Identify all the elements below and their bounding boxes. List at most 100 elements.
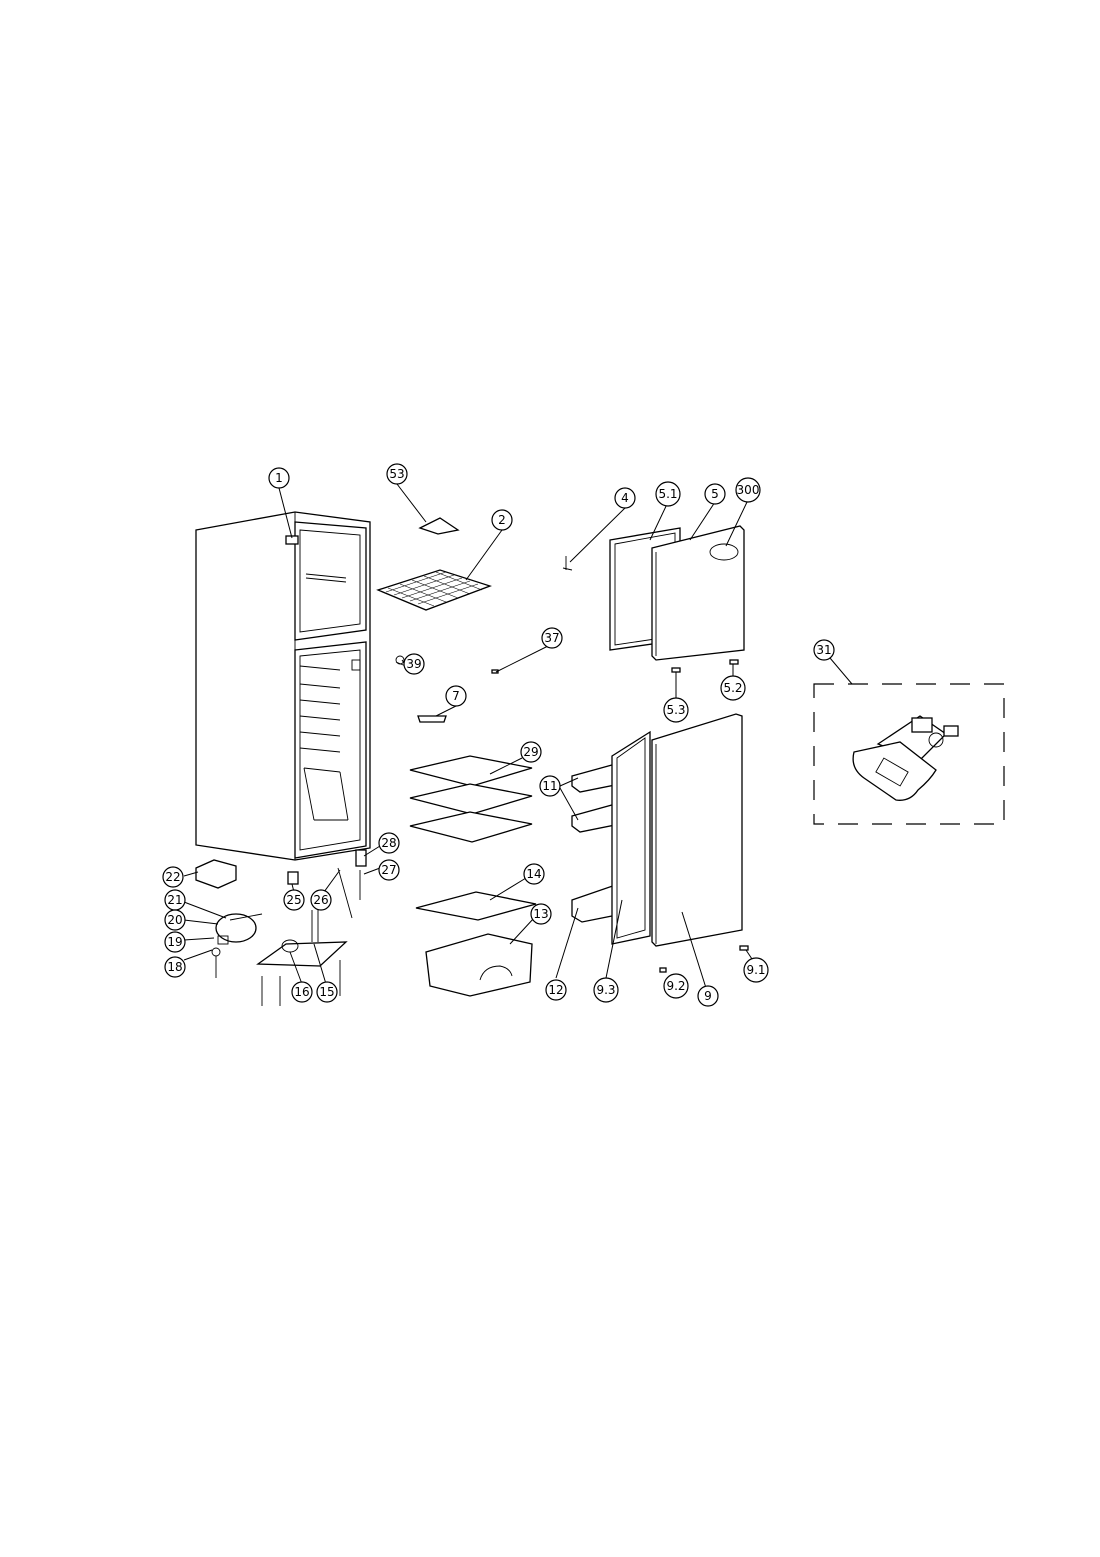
callout-number: 9.2 <box>666 979 685 993</box>
callout-circle <box>386 463 408 485</box>
callout-circle <box>378 859 400 881</box>
callout-circle <box>530 903 552 925</box>
callout-circle <box>593 977 619 1003</box>
control-panel-detail <box>852 715 959 801</box>
callout-number: 39 <box>406 657 421 671</box>
callout-circle <box>614 487 636 509</box>
callout-number: 2 <box>498 513 506 527</box>
drain-pipe <box>337 867 353 919</box>
callout-c51: 5.1 <box>655 481 681 507</box>
callout-circle <box>539 775 561 797</box>
fridge-door <box>651 713 743 947</box>
hinge-part-5-2 <box>729 659 739 665</box>
callout-c20: 20 <box>164 909 186 931</box>
callout-number: 11 <box>542 779 557 793</box>
callout-number: 14 <box>526 867 541 881</box>
callout-circle <box>541 627 563 649</box>
callout-c15: 15 <box>316 981 338 1003</box>
callout-c4: 4 <box>614 487 636 509</box>
callout-circle <box>704 483 726 505</box>
callout-circle <box>663 973 689 999</box>
callout-circle <box>720 675 746 701</box>
callout-c12: 12 <box>545 979 567 1001</box>
callout-circle <box>523 863 545 885</box>
callout-number: 25 <box>286 893 301 907</box>
callout-c25: 25 <box>283 889 305 911</box>
callout-circle <box>697 985 719 1007</box>
callout-number: 300 <box>737 483 760 497</box>
callout-circle <box>735 477 761 503</box>
callout-c13: 13 <box>530 903 552 925</box>
callout-number: 19 <box>167 935 182 949</box>
callout-circle <box>268 467 290 489</box>
callout-number: 20 <box>167 913 182 927</box>
freezer-wire-shelf <box>376 569 492 611</box>
callout-number: 5.3 <box>666 703 685 717</box>
callout-circle <box>316 981 338 1003</box>
wedge-part-53 <box>418 517 460 535</box>
hinge-part-5-3 <box>671 667 681 673</box>
callout-c7: 7 <box>445 685 467 707</box>
grommet <box>287 871 299 885</box>
callout-circle <box>655 481 681 507</box>
callout-c16: 16 <box>291 981 313 1003</box>
callout-circle <box>164 909 186 931</box>
callout-c9: 9 <box>697 985 719 1007</box>
callout-number: 29 <box>523 745 538 759</box>
hinge-bracket <box>355 849 367 900</box>
callout-number: 9.1 <box>746 963 765 977</box>
callout-c52: 5.2 <box>720 675 746 701</box>
callout-circle <box>378 832 400 854</box>
callout-c26: 26 <box>310 889 332 911</box>
detail-box-31 <box>813 683 1005 825</box>
crisper-drawer <box>425 933 533 997</box>
callout-c93: 9.3 <box>593 977 619 1003</box>
leader-lines <box>183 483 853 989</box>
callout-number: 7 <box>452 689 460 703</box>
callout-number: 22 <box>165 870 180 884</box>
callout-c27: 27 <box>378 859 400 881</box>
callout-c92: 9.2 <box>663 973 689 999</box>
lamp-cover <box>417 715 447 723</box>
callout-circle <box>663 697 689 723</box>
callout-c2: 2 <box>491 509 513 531</box>
callout-number: 21 <box>167 893 182 907</box>
fridge-door-gasket <box>611 730 651 945</box>
callout-number: 9 <box>704 989 712 1003</box>
callout-c11: 11 <box>539 775 561 797</box>
callout-number: 28 <box>381 836 396 850</box>
callout-c29: 29 <box>520 741 542 763</box>
callout-circle <box>743 957 769 983</box>
callout-c14: 14 <box>523 863 545 885</box>
freezer-door <box>651 525 745 661</box>
callout-number: 12 <box>548 983 563 997</box>
callout-number: 31 <box>816 643 831 657</box>
callout-circle <box>164 931 186 953</box>
callout-number: 16 <box>294 985 309 999</box>
callout-circle <box>545 979 567 1001</box>
callout-c53: 53 <box>386 463 408 485</box>
callout-circle <box>310 889 332 911</box>
callout-c91: 9.1 <box>743 957 769 983</box>
callout-c19: 19 <box>164 931 186 953</box>
callout-circle <box>491 509 513 531</box>
callout-circle <box>283 889 305 911</box>
callout-c18: 18 <box>164 956 186 978</box>
callout-c28: 28 <box>378 832 400 854</box>
callout-number: 15 <box>319 985 334 999</box>
callout-circle <box>164 956 186 978</box>
callout-c53b: 5.3 <box>663 697 689 723</box>
callout-c21: 21 <box>164 889 186 911</box>
callout-c300: 300 <box>735 477 761 503</box>
callout-number: 5 <box>711 487 719 501</box>
callout-c1: 1 <box>268 467 290 489</box>
callout-circle <box>403 653 425 675</box>
callout-c37: 37 <box>541 627 563 649</box>
callout-circle <box>445 685 467 707</box>
hinge-screw <box>562 556 573 571</box>
callout-number: 37 <box>544 631 559 645</box>
callout-circle <box>813 639 835 661</box>
compressor-assembly <box>211 913 263 978</box>
callout-number: 5.2 <box>723 681 742 695</box>
